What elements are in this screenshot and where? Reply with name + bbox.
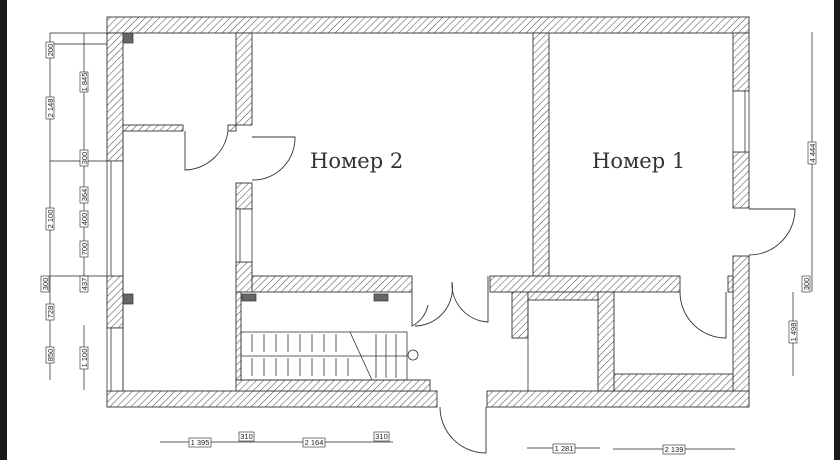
dim-left-2100: 2 100 bbox=[46, 210, 55, 229]
wall-right-lower bbox=[732, 255, 750, 407]
dim-bottom-310a: 310 bbox=[240, 432, 253, 441]
wall-bottom-right bbox=[486, 390, 750, 408]
wall-t-flange bbox=[527, 291, 599, 301]
wall-room2-room1 bbox=[532, 32, 550, 277]
wall-room2-left-mid bbox=[235, 182, 253, 210]
wall-room2-left-upper bbox=[235, 32, 253, 126]
dim-bottom-1395: 1 395 bbox=[191, 438, 210, 447]
wall-left-upper bbox=[106, 32, 124, 162]
wall-bath-bottom bbox=[613, 373, 734, 392]
wall-left-middle bbox=[106, 275, 124, 329]
dim-inner-300: 300 bbox=[80, 152, 89, 165]
dim-inner-437: 437 bbox=[80, 278, 89, 291]
wall-closet bbox=[122, 124, 184, 132]
dim-left-300: 300 bbox=[41, 278, 50, 291]
column-left-mid bbox=[122, 293, 134, 305]
columns bbox=[122, 32, 389, 305]
window-left-upper bbox=[106, 160, 124, 277]
door-closet bbox=[184, 130, 229, 171]
window-left-lower bbox=[106, 327, 124, 392]
wall-room1-bottom bbox=[489, 275, 681, 293]
right-frame-border bbox=[834, 0, 840, 460]
room-label-1: Номер 1 bbox=[592, 149, 685, 173]
stair-base bbox=[235, 379, 431, 392]
wall-closet-stub bbox=[227, 124, 237, 132]
dimension-labels: 200 2 148 2 100 300 728 850 1 845 300 36… bbox=[40, 41, 817, 455]
dim-left-728: 728 bbox=[46, 306, 55, 319]
column-stair-left bbox=[241, 293, 257, 302]
dim-left-200: 200 bbox=[46, 44, 55, 57]
wall-right-upper bbox=[732, 32, 750, 92]
wall-t-stem bbox=[511, 291, 529, 339]
dim-left-2148: 2 148 bbox=[46, 99, 55, 118]
dim-right-4444: 4 444 bbox=[808, 144, 817, 163]
dim-inner-700: 700 bbox=[80, 243, 89, 256]
door-room1-exterior bbox=[748, 208, 796, 256]
stair-left-wall bbox=[235, 291, 242, 381]
column-top-left bbox=[122, 32, 134, 44]
wall-room1-bottom-stub bbox=[727, 275, 734, 293]
dim-bottom-2164: 2 164 bbox=[305, 438, 324, 447]
dim-inner-400: 400 bbox=[80, 213, 89, 226]
wall-bottom-left bbox=[106, 390, 438, 408]
staircase bbox=[240, 331, 419, 381]
door-entrance bbox=[439, 406, 487, 454]
left-frame-border bbox=[0, 0, 7, 460]
inner-lines bbox=[122, 131, 529, 391]
dim-inner-364: 364 bbox=[80, 189, 89, 202]
dim-right-300: 300 bbox=[802, 278, 811, 291]
room-label-2: Номер 2 bbox=[310, 149, 403, 173]
wall-top bbox=[106, 16, 750, 34]
door-double-right bbox=[451, 276, 489, 323]
dim-left-850: 850 bbox=[46, 349, 55, 362]
dim-inner-1100: 1 100 bbox=[80, 349, 89, 368]
dim-bottom-310b: 310 bbox=[375, 432, 388, 441]
dim-right-1498: 1 498 bbox=[789, 323, 798, 342]
door-small bbox=[411, 292, 429, 327]
column-stair-right bbox=[373, 293, 389, 302]
wall-bath-left bbox=[597, 291, 615, 392]
door-room2 bbox=[251, 136, 296, 181]
wall-right-mid bbox=[732, 151, 750, 209]
window-room1-right bbox=[732, 90, 750, 153]
door-bath bbox=[679, 291, 727, 339]
doors bbox=[184, 130, 796, 454]
dim-bottom-2139: 2 139 bbox=[665, 445, 684, 454]
windows bbox=[106, 90, 750, 392]
dim-inner-1845: 1 845 bbox=[80, 73, 89, 92]
walls bbox=[106, 16, 750, 408]
wall-room2-bottom bbox=[251, 275, 413, 293]
window-room2-left bbox=[235, 208, 253, 263]
wall-room2-left-lower bbox=[235, 261, 253, 293]
dim-bottom-1281: 1 281 bbox=[555, 444, 574, 453]
